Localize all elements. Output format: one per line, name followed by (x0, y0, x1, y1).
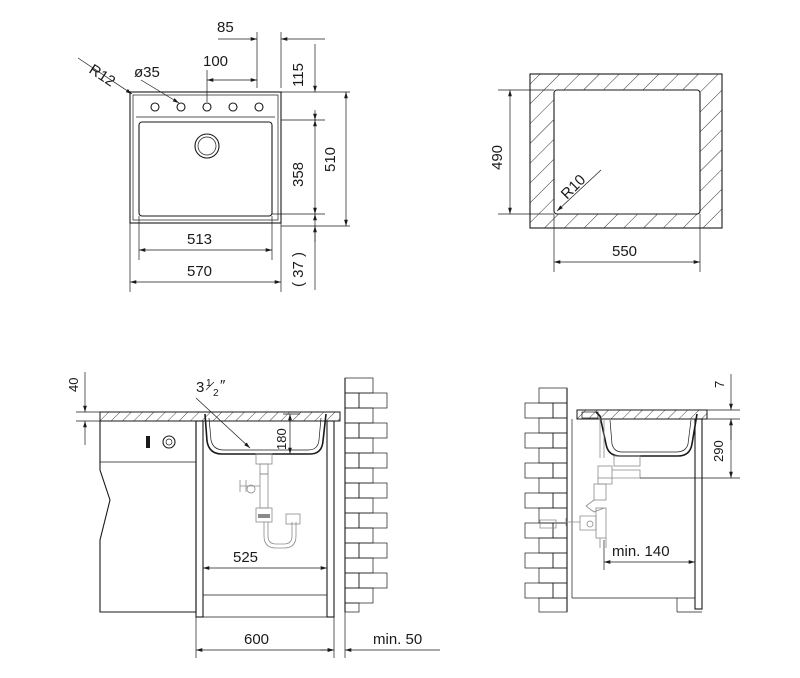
d490-label: 490 (489, 145, 506, 170)
drain-hole (194, 133, 220, 159)
drain-trap (239, 453, 301, 549)
side-cabinet-front (694, 418, 703, 610)
d35-leader (140, 79, 180, 104)
min140-label: min. 140 (612, 543, 670, 560)
d510-label: 510 (322, 147, 339, 172)
drain-size-main: 3 (196, 379, 204, 396)
r12-leader (77, 57, 133, 95)
tap-holes (150, 102, 264, 112)
d85-label: 85 (217, 19, 234, 36)
r12-label: R12 (86, 61, 118, 90)
side-drain-assembly (539, 418, 641, 548)
sink-inner-outline (132, 94, 279, 221)
d600-label: 600 (244, 631, 269, 648)
d525-label: 525 (233, 549, 258, 566)
cutout-opening (553, 89, 701, 215)
d100-label: 100 (203, 53, 228, 70)
drain-size-mark: ″ (220, 377, 226, 394)
d35-label: ø35 (134, 64, 160, 81)
d180-label: 180 (274, 428, 289, 450)
d550-label: 550 (612, 243, 637, 260)
d115-label: 115 (290, 63, 307, 87)
adjacent-appliance (99, 420, 197, 613)
front-view: 3 1 2 ″ 180 40 525 (66, 372, 440, 658)
top-view: R12 ø35 85 100 115 358 ( 37 ) 510 (77, 19, 350, 292)
worktop (99, 411, 341, 422)
sink-outline (129, 91, 282, 224)
cabinet-right-panel (326, 420, 335, 618)
r10-leader (556, 169, 602, 212)
drain-size-num: 1 (206, 378, 212, 389)
d37-label: ( 37 ) (290, 252, 307, 287)
d290-label: 290 (711, 440, 726, 462)
bowl-outline (138, 121, 273, 217)
d358-label: 358 (290, 162, 307, 187)
side-worktop (576, 409, 708, 420)
appliance-knob-icon (162, 435, 176, 449)
r10-label: R10 (558, 171, 589, 202)
cutout-hatched-frame (530, 74, 722, 228)
drain-size-den: 2 (213, 388, 219, 399)
d40-label: 40 (66, 378, 81, 392)
cabinet-left-panel (195, 420, 204, 618)
d570-label: 570 (187, 263, 212, 280)
min50-label: min. 50 (373, 631, 422, 648)
drain-size-leader (195, 397, 251, 449)
d513-label: 513 (187, 231, 212, 248)
side-brick-wall (524, 387, 568, 613)
cutout-view: 490 R10 550 (489, 73, 723, 272)
side-view: min. 140 7 290 (524, 374, 740, 613)
brick-wall (344, 377, 388, 613)
appliance-control-icon (146, 436, 150, 448)
drain-hole-inner (197, 136, 217, 156)
d7-label: 7 (712, 381, 727, 388)
